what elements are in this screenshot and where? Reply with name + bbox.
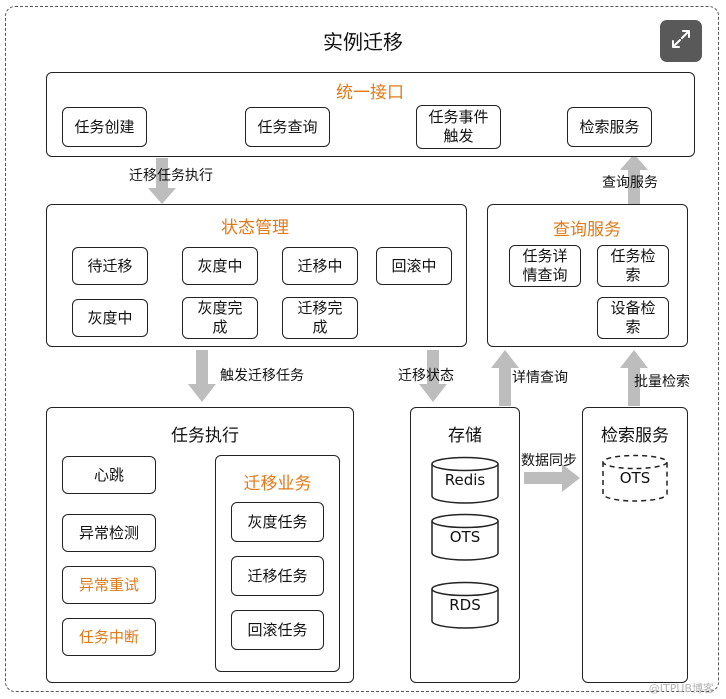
arrow-down-trigger (188, 350, 216, 402)
biz-box-gray-task: 灰度任务 (231, 502, 324, 542)
watermark: @ITPUB博客 (648, 682, 714, 695)
label-migration-task-exec: 迁移任务执行 (129, 168, 213, 184)
label-query-service-up: 查询服务 (602, 175, 658, 191)
box-search-service-api: 检索服务 (567, 107, 652, 147)
box-task-query: 任务查询 (245, 107, 330, 147)
query-service-title: 查询服务 (553, 220, 621, 240)
diagram-title: 实例迁移 (323, 30, 403, 54)
biz-box-migration-task: 迁移任务 (231, 556, 324, 596)
expand-icon (670, 28, 692, 54)
migration-business-title: 迁移业务 (243, 474, 312, 494)
database-cylinder-icon (431, 581, 499, 629)
label-migration-state: 迁移状态 (398, 368, 454, 384)
database-cylinder-icon (431, 513, 499, 561)
storage-rds-label: RDS (449, 596, 481, 614)
state-box-pending: 待迁移 (72, 247, 148, 285)
biz-box-rollback-task: 回滚任务 (231, 610, 324, 650)
arrow-up-detail-query (491, 350, 519, 406)
arrow-down-task-exec (148, 158, 176, 204)
search-ots-label: OTS (619, 469, 651, 487)
arrow-up-batch-search (620, 350, 648, 406)
state-box-gray-2: 灰度中 (72, 299, 148, 337)
task-execution-title: 任务执行 (171, 426, 239, 446)
database-cylinder-icon (602, 454, 668, 502)
unified-interface-title: 统一接口 (336, 83, 404, 103)
box-task-event-trigger: 任务事件 触发 (416, 105, 501, 149)
query-box-device-search: 设备检 索 (597, 297, 669, 339)
exec-box-exception-detect: 异常检测 (62, 514, 156, 552)
label-detail-query: 详情查询 (512, 370, 568, 386)
label-data-sync: 数据同步 (521, 453, 577, 469)
storage-ots-cylinder: OTS (430, 513, 500, 561)
query-box-task-search: 任务检 索 (597, 245, 669, 287)
storage-redis-cylinder: Redis (430, 456, 500, 504)
search-service-title: 检索服务 (601, 426, 669, 446)
state-box-migration-done: 迁移完 成 (282, 297, 358, 339)
query-box-detail: 任务详 情查询 (509, 245, 581, 287)
storage-redis-label: Redis (444, 471, 486, 489)
label-batch-search: 批量检索 (634, 374, 690, 390)
box-task-create: 任务创建 (62, 107, 147, 147)
storage-title: 存储 (448, 426, 482, 446)
expand-button[interactable] (660, 20, 702, 62)
storage-ots-label: OTS (449, 528, 481, 546)
arrow-right-data-sync (524, 464, 580, 492)
search-ots-cylinder: OTS (601, 454, 669, 502)
exec-box-task-interrupt: 任务中断 (62, 618, 156, 656)
exec-box-exception-retry: 异常重试 (62, 566, 156, 604)
label-trigger-migration: 触发迁移任务 (220, 368, 304, 384)
arrow-up-query-service (620, 154, 648, 205)
database-cylinder-icon (431, 456, 499, 504)
diagram-frame (5, 6, 719, 692)
state-box-rolling-back: 回滚中 (376, 247, 452, 285)
state-box-migrating: 迁移中 (282, 247, 358, 285)
search-service-panel (582, 407, 688, 683)
state-box-gray-1: 灰度中 (182, 247, 258, 285)
arrow-down-migration-state (419, 350, 447, 402)
exec-box-heartbeat: 心跳 (62, 456, 156, 494)
storage-rds-cylinder: RDS (430, 581, 500, 629)
state-box-gray-done: 灰度完 成 (182, 297, 258, 339)
state-management-title: 状态管理 (221, 218, 289, 238)
